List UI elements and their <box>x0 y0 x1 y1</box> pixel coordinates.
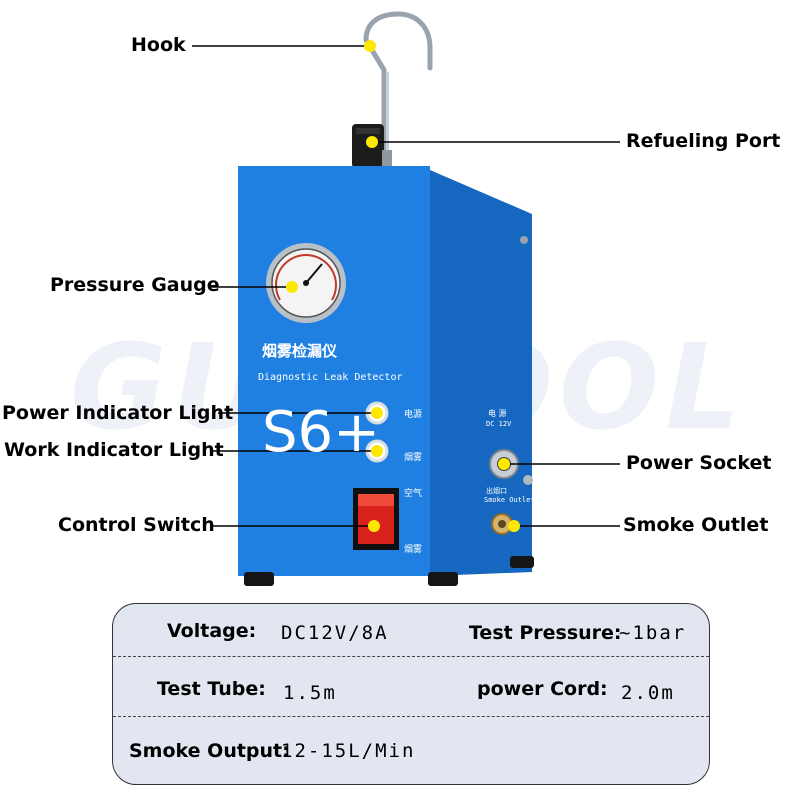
device-front-panel <box>238 166 430 576</box>
hook-marker <box>364 40 376 52</box>
specifications-panel: Voltage: DC12V/8A Test Pressure: ~1bar T… <box>112 603 710 785</box>
power-indicator-marker <box>371 407 383 419</box>
spec-divider <box>113 656 709 657</box>
spec-power-cord-label: power Cord: <box>477 678 608 700</box>
device-side-power: 电 源 <box>488 409 507 418</box>
device-side-panel <box>430 170 532 576</box>
device-chinese-title: 烟雾检漏仪 <box>262 342 338 360</box>
callout-smoke-outlet: Smoke Outlet <box>623 514 769 536</box>
callout-work-indicator: Work Indicator Light <box>4 439 224 461</box>
device-subtitle: Diagnostic Leak Detector <box>258 372 403 383</box>
callout-pressure-gauge: Pressure Gauge <box>50 274 220 296</box>
device-label-smoke: 烟雾 <box>404 453 423 463</box>
power-socket-marker <box>498 458 510 470</box>
callout-hook: Hook <box>131 34 186 56</box>
device-label-power: 电源 <box>404 410 423 420</box>
spec-smoke-output-value: 12-15L/Min <box>281 740 416 762</box>
control-switch-marker <box>368 520 380 532</box>
device-model: S6+ <box>262 400 381 465</box>
device-side-dc: DC 12V <box>486 420 512 428</box>
callout-power-indicator: Power Indicator Light <box>2 402 234 424</box>
hook-icon <box>363 11 433 153</box>
callout-control-switch: Control Switch <box>58 514 215 536</box>
spec-voltage-value: DC12V/8A <box>281 622 389 644</box>
work-indicator-marker <box>371 445 383 457</box>
device-side-outlet-cn: 出烟口 <box>486 487 507 495</box>
callout-refueling-port: Refueling Port <box>626 130 781 152</box>
device-side-outlet-en: Smoke Outlet <box>484 496 535 504</box>
spec-test-tube-label: Test Tube: <box>157 678 266 700</box>
spec-power-cord-value: 2.0m <box>621 682 675 704</box>
spec-test-tube-value: 1.5m <box>283 682 337 704</box>
device-label-smoke-switch: 烟雾 <box>404 545 423 555</box>
spec-divider <box>113 716 709 717</box>
spec-smoke-output-label: Smoke Output: <box>129 740 290 762</box>
spec-voltage-label: Voltage: <box>167 620 257 642</box>
callout-power-socket: Power Socket <box>626 452 772 474</box>
spec-test-pressure-value: ~1bar <box>619 622 687 644</box>
refueling-port-marker <box>366 136 378 148</box>
spec-test-pressure-label: Test Pressure: <box>469 622 622 644</box>
smoke-outlet-marker <box>508 520 520 532</box>
device-label-air: 空气 <box>404 489 423 499</box>
pressure-gauge-marker <box>286 281 298 293</box>
